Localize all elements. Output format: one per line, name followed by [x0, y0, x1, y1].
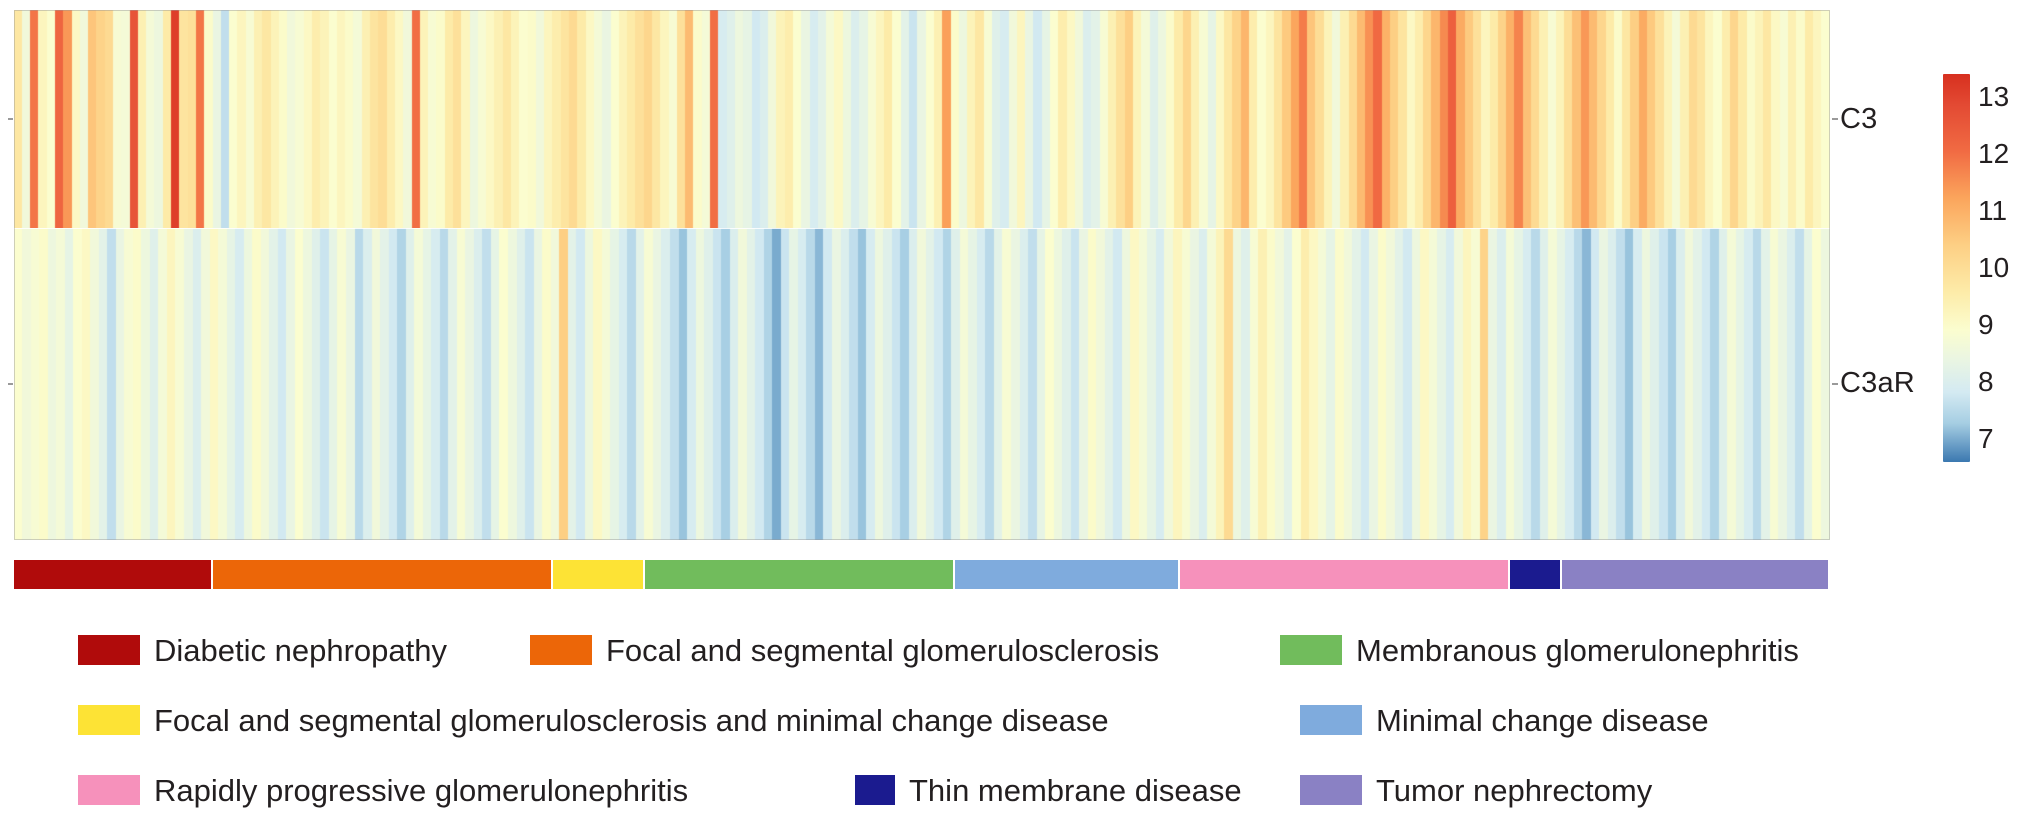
legend-row: Diabetic nephropathy Focal and segmental …: [0, 623, 2032, 677]
legend-swatch: [1300, 705, 1362, 735]
legend-swatch: [78, 775, 140, 805]
colorbar-tick-9: 9: [1978, 309, 1994, 341]
heatmap-row-c3-canvas: [14, 10, 1830, 228]
colorbar-tick-labels: 13 12 11 10 9 8 7: [1978, 74, 2032, 462]
legend-item[interactable]: Diabetic nephropathy: [78, 623, 447, 677]
row-label-c3ar: C3aR: [1840, 367, 1915, 399]
legend-label: Focal and segmental glomerulosclerosis: [606, 632, 1160, 668]
colorbar-tick-7: 7: [1978, 423, 1994, 455]
legend-item[interactable]: Focal and segmental glomerulosclerosis a…: [78, 693, 1109, 747]
annotation-segment: [552, 560, 643, 589]
colorbar-gradient: [1943, 74, 1970, 462]
legend-label: Diabetic nephropathy: [154, 632, 447, 668]
legend-swatch: [78, 705, 140, 735]
heatmap-row-c3ar-canvas: [14, 228, 1830, 540]
legend-swatch: [530, 635, 592, 665]
colorbar-tick-11: 11: [1978, 194, 2008, 226]
colorbar-tick-10: 10: [1978, 252, 2010, 283]
legend-label: Focal and segmental glomerulosclerosis a…: [154, 702, 1109, 738]
legend-row: Focal and segmental glomerulosclerosis a…: [0, 693, 2032, 747]
legend-swatch: [1280, 635, 1342, 665]
legend-item[interactable]: Tumor nephrectomy: [1300, 763, 1652, 817]
colorbar-tick-12: 12: [1978, 137, 2010, 169]
colorbar-tick-8: 8: [1978, 366, 1994, 398]
heatmap-row-divider: [14, 228, 1830, 229]
colorbar: [1943, 74, 1970, 462]
annotation-segment: [213, 560, 551, 589]
legend-item[interactable]: Thin membrane disease: [855, 763, 1242, 817]
row-tick-c3ar: [8, 383, 13, 385]
legend-item[interactable]: Minimal change disease: [1300, 693, 1709, 747]
annotation-segment: [1561, 560, 1828, 589]
row-label-c3: C3: [1840, 103, 1878, 135]
row-tick-c3: [8, 118, 13, 120]
row-label-tick-c3: [1832, 118, 1838, 120]
legend-label: Thin membrane disease: [909, 772, 1242, 808]
legend-label: Tumor nephrectomy: [1376, 772, 1653, 808]
row-label-tick-c3ar: [1832, 383, 1838, 385]
legend-label: Rapidly progressive glomerulonephritis: [154, 772, 689, 808]
annotation-segment: [1179, 560, 1508, 589]
heatmap-panel: [14, 10, 1830, 540]
colorbar-tick-13: 13: [1978, 80, 2010, 112]
legend-swatch: [1300, 775, 1362, 805]
legend-item[interactable]: Rapidly progressive glomerulonephritis: [78, 763, 688, 817]
legend-swatch: [78, 635, 140, 665]
annotation-segment: [14, 560, 212, 589]
heatmap-row-c3ar: [14, 228, 1830, 540]
legend-label: Membranous glomerulonephritis: [1356, 632, 1799, 668]
heatmap-row-c3: [14, 10, 1830, 228]
annotation-segment: [644, 560, 954, 589]
legend-swatch: [855, 775, 895, 805]
legend-item[interactable]: Focal and segmental glomerulosclerosis: [530, 623, 1159, 677]
legend-label: Minimal change disease: [1376, 702, 1709, 738]
annotation-segment: [955, 560, 1178, 589]
legend-row: Rapidly progressive glomerulonephritis Th…: [0, 763, 2032, 817]
legend-item[interactable]: Membranous glomerulonephritis: [1280, 623, 1799, 677]
annotation-segment: [1510, 560, 1560, 589]
disease-group-annotation-bar: [14, 560, 1830, 589]
